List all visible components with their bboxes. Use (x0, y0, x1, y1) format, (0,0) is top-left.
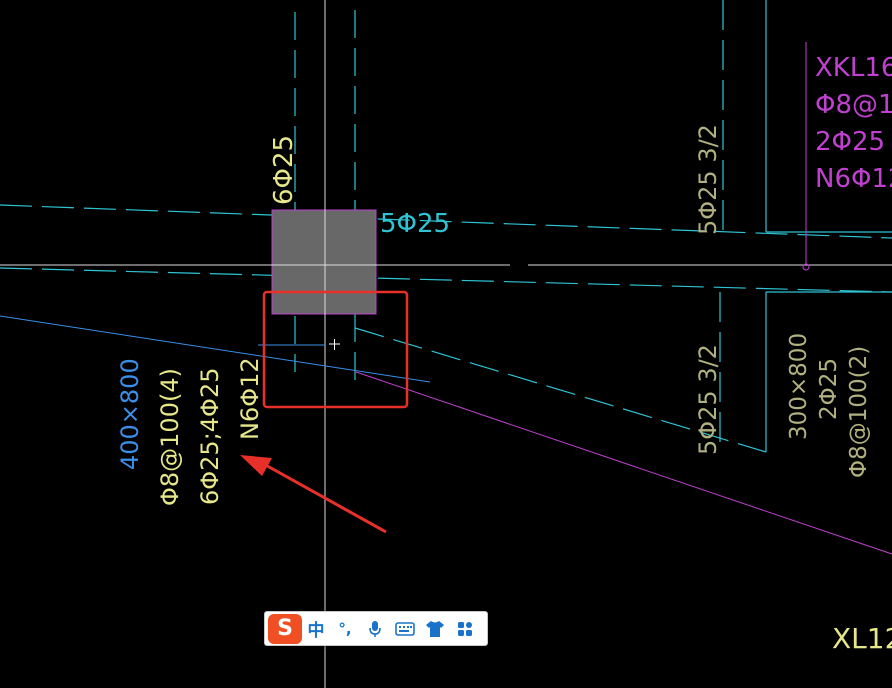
leader-endpoint (802, 263, 810, 271)
left-beam-side: N6Φ12 (236, 357, 264, 440)
magenta-lines (355, 42, 892, 555)
highlight-box (262, 290, 409, 409)
beam-stirrup: Φ8@10 (815, 90, 892, 120)
skin-icon[interactable] (420, 614, 450, 644)
ime-logo[interactable]: S (268, 613, 302, 644)
annotation-arrow (240, 455, 387, 534)
blue-lines (0, 315, 431, 383)
column-top-rebar: 6Φ25 (269, 135, 299, 205)
ime-toolbar[interactable]: S 中 °, (264, 611, 488, 646)
beam-bars: 2Φ25 (815, 127, 885, 157)
right-beam-size: 300×800 (786, 333, 812, 440)
ime-language-toggle[interactable]: 中 (307, 621, 325, 641)
lower-rebar-label: 5Φ25 3/2 (694, 344, 722, 455)
corner-label: XL12 (832, 622, 892, 655)
cursor-crosshair (329, 339, 340, 350)
toolbox-icon[interactable] (450, 614, 480, 644)
beam-side: N6Φ12 (815, 164, 892, 194)
keyboard-icon[interactable] (390, 614, 420, 644)
left-beam-bars: 6Φ25;4Φ25 (196, 368, 224, 505)
upper-rebar-label: 5Φ25 3/2 (694, 124, 722, 235)
right-beam-stirrup: Φ8@100(2) (846, 346, 872, 478)
right-beam-bars: 2Φ25 (816, 358, 842, 420)
column-right-rebar: 5Φ25 (380, 209, 450, 239)
xkl-label-block: XKL16 Φ8@10 2Φ25 N6Φ12 (815, 53, 892, 194)
left-beam-stirrup: Φ8@100(4) (156, 368, 184, 506)
microphone-icon[interactable] (360, 614, 390, 644)
ime-punctuation-toggle[interactable]: °, (338, 619, 352, 638)
left-beam-size: 400×800 (116, 358, 144, 470)
beam-name: XKL16 (815, 53, 892, 83)
column-block[interactable] (271, 209, 377, 315)
beam-edge-lines (0, 0, 892, 453)
